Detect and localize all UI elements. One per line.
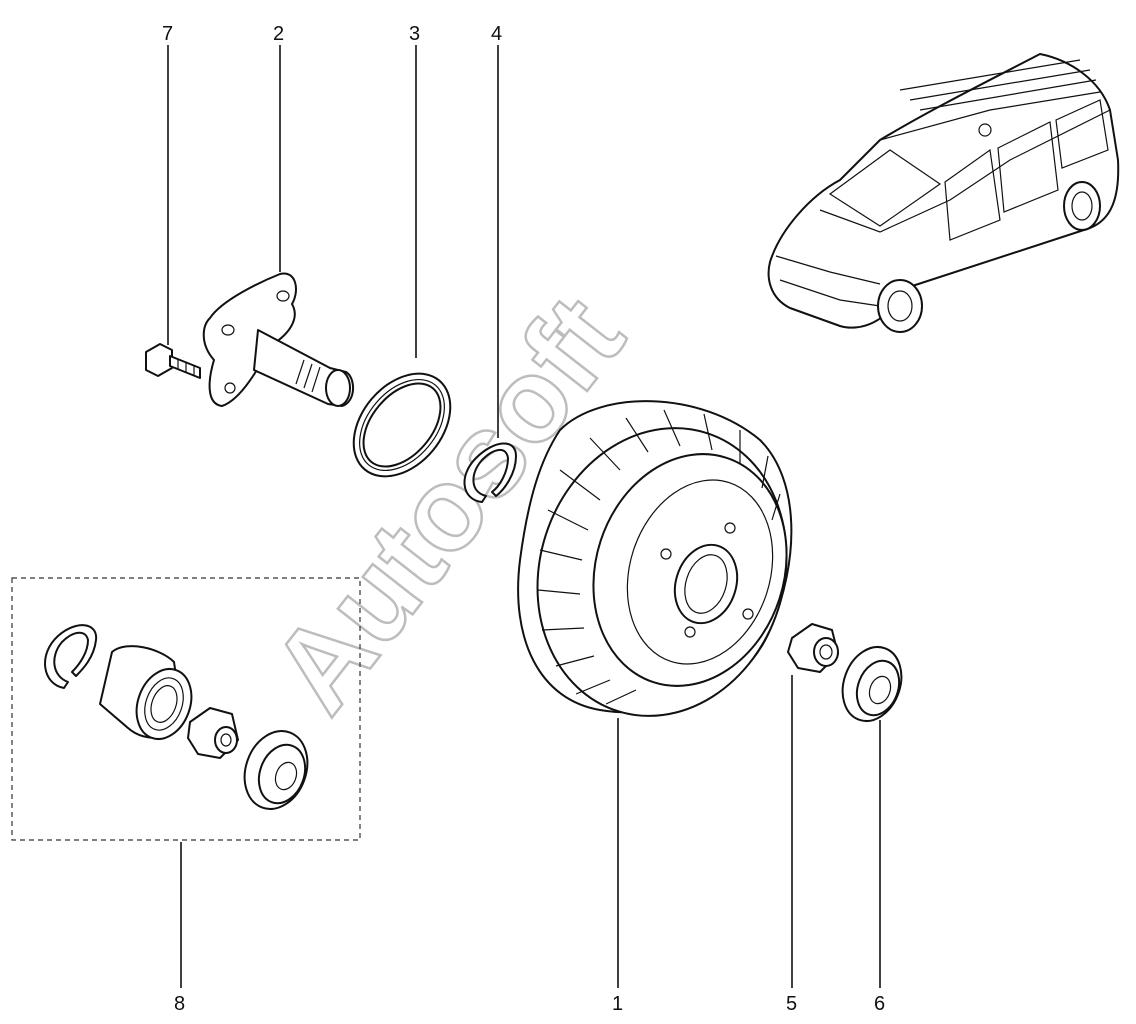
callout-6[interactable]: 6 [874, 993, 885, 1015]
kit-circlip-icon [44, 624, 98, 689]
kit-bearing-icon [99, 645, 193, 740]
bearing-kit-icon[interactable] [11, 577, 361, 841]
stub-axle-icon[interactable] [202, 272, 354, 407]
callout-7[interactable]: 7 [162, 23, 173, 45]
callout-3[interactable]: 3 [409, 23, 420, 45]
callout-labels: 7 2 3 4 8 1 5 6 [162, 23, 885, 1015]
drum-fins [537, 409, 781, 705]
callout-1[interactable]: 1 [612, 993, 623, 1015]
leader-lines [167, 45, 881, 988]
bolt-icon[interactable] [145, 343, 201, 379]
callout-4[interactable]: 4 [491, 23, 502, 45]
kit-nut-icon [187, 707, 239, 759]
station-wagon-car-icon [767, 53, 1120, 333]
kit-boundary [11, 577, 361, 841]
seal-ring-icon[interactable] [334, 355, 470, 495]
callout-8[interactable]: 8 [174, 993, 185, 1015]
callout-5[interactable]: 5 [786, 993, 797, 1015]
circlip-icon[interactable] [463, 442, 517, 503]
callout-2[interactable]: 2 [273, 23, 284, 45]
brake-drum-icon[interactable] [501, 395, 823, 748]
kit-cap-icon [243, 730, 309, 810]
hub-nut-icon[interactable] [787, 623, 839, 673]
hub-cap-icon[interactable] [833, 639, 912, 730]
